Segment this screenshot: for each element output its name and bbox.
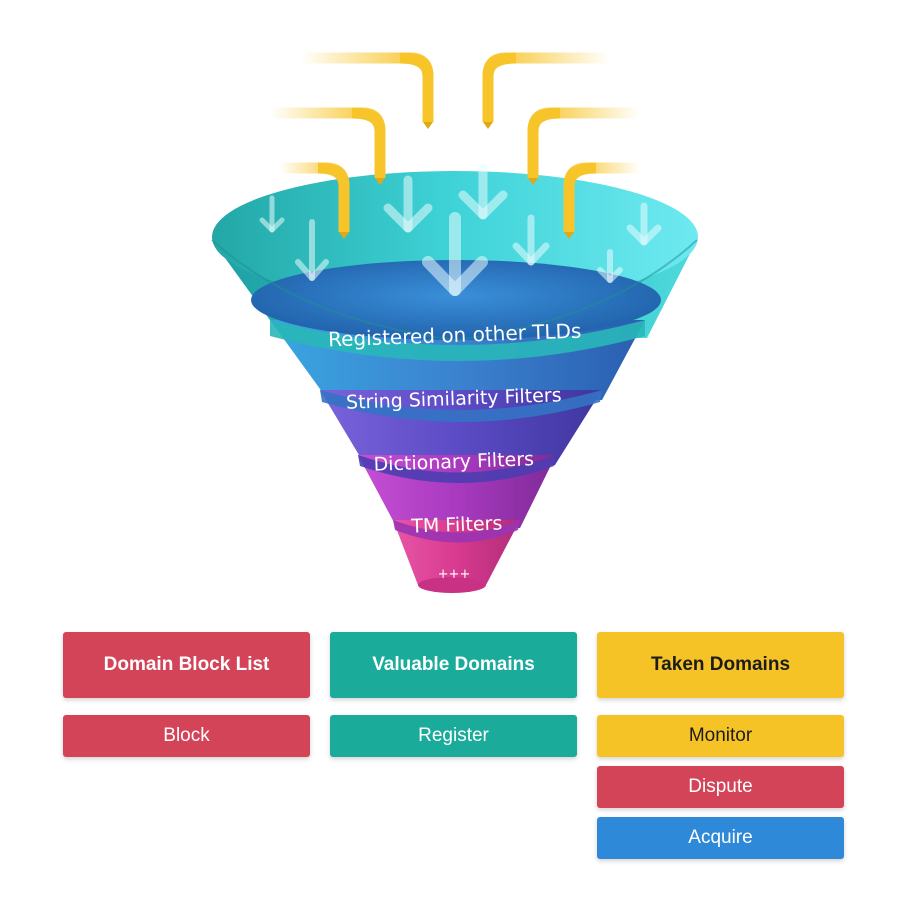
action-label: Dispute: [688, 776, 753, 797]
action-register-button[interactable]: Register: [330, 715, 577, 757]
tier-label: +++: [438, 567, 471, 582]
action-acquire-button[interactable]: Acquire: [597, 817, 844, 859]
outcome-title-block-list: Domain Block List: [63, 632, 310, 698]
tier-label: TM Filters: [410, 512, 503, 537]
action-dispute-button[interactable]: Dispute: [597, 766, 844, 808]
down-arrows: [259, 163, 662, 296]
funnel-diagram: Registered on other TLDs String Similari…: [211, 52, 698, 593]
arrow-down-icon: [597, 249, 623, 283]
input-pipes: [270, 52, 640, 232]
action-monitor-button[interactable]: Monitor: [597, 715, 844, 757]
arrow-down-icon: [458, 163, 508, 220]
funnel-opening: [251, 260, 661, 340]
arrow-down-icon: [422, 212, 488, 296]
action-block-button[interactable]: Block: [63, 715, 310, 757]
arrow-down-icon: [259, 195, 285, 233]
arrow-down-icon: [512, 214, 550, 266]
action-label: Monitor: [688, 725, 753, 746]
outcome-title-valuable-domains: Valuable Domains: [330, 632, 577, 698]
action-label: Block: [163, 725, 210, 746]
outcome-title-text: Valuable Domains: [372, 654, 535, 675]
arrow-down-icon: [383, 175, 433, 233]
outcome-title-text: Taken Domains: [650, 654, 791, 675]
arrow-down-icon: [295, 219, 329, 281]
action-label: Acquire: [688, 827, 753, 848]
action-label: Register: [418, 725, 489, 746]
arrow-down-icon: [626, 202, 662, 246]
outcome-title-text: Domain Block List: [103, 654, 270, 675]
outcome-title-taken-domains: Taken Domains: [597, 632, 844, 698]
